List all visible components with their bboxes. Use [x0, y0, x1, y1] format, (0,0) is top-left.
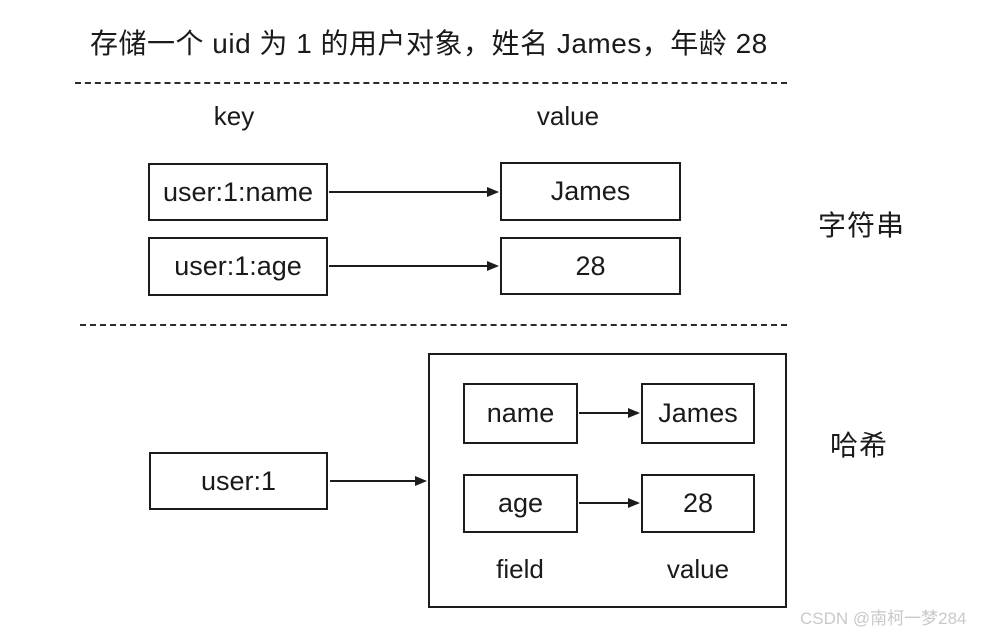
hash-type-label: 哈希 — [830, 430, 889, 461]
hash-field-box-age: age — [463, 474, 578, 533]
hash-field-box-name: name — [463, 383, 578, 444]
string-key-header: key — [213, 101, 255, 131]
arrow-key-age-to-value — [329, 265, 488, 267]
arrow-key-to-hash — [330, 480, 416, 482]
hash-field-header: field — [496, 554, 544, 584]
string-key-box-name: user:1:name — [148, 163, 328, 221]
string-key-box-age: user:1:age — [148, 237, 328, 296]
divider-top — [75, 82, 787, 84]
string-value-box-age: 28 — [500, 237, 681, 295]
hash-key-box: user:1 — [149, 452, 328, 510]
diagram-title: 存储一个 uid 为 1 的用户对象，姓名 James，年龄 28 — [90, 28, 768, 59]
arrow-key-name-to-value — [329, 191, 488, 193]
hash-value-box-age: 28 — [641, 474, 755, 533]
divider-bottom — [80, 324, 787, 326]
csdn-watermark: CSDN @南柯一梦284 — [800, 609, 967, 628]
hash-value-box-name: James — [641, 383, 755, 444]
string-type-label: 字符串 — [818, 210, 906, 241]
arrow-field-name-to-value — [579, 412, 629, 414]
arrow-field-age-to-value — [579, 502, 629, 504]
string-value-header: value — [536, 101, 600, 131]
string-value-box-name: James — [500, 162, 681, 221]
hash-value-header: value — [666, 554, 730, 584]
